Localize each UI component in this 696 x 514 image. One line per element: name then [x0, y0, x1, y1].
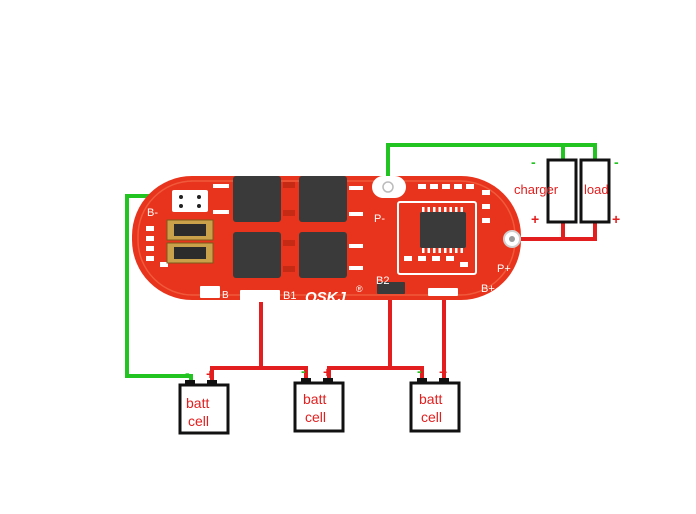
load-body: [579, 158, 611, 224]
load: load - +: [579, 154, 620, 227]
charger-body: [546, 158, 578, 224]
battery-cell-2: - + batt cell: [293, 363, 345, 433]
cell-3-body: [409, 381, 461, 433]
cell-2-label-line2: cell: [305, 409, 326, 425]
charger-pos-sign: +: [531, 211, 539, 227]
b-plus-pad: [428, 288, 458, 296]
ic-pin: [455, 207, 458, 212]
ic-pin: [449, 248, 452, 253]
ic-pin: [433, 248, 436, 253]
brand-logo: QSKJ: [305, 289, 347, 306]
label-p-minus: P-: [374, 213, 385, 225]
b-pad: [200, 286, 220, 298]
ic-pin: [427, 248, 430, 253]
control-ic: [420, 212, 466, 248]
ic-pin: [460, 248, 463, 253]
load-neg-sign: -: [614, 154, 619, 170]
ic-pin: [460, 207, 463, 212]
mosfet-3: [233, 232, 281, 278]
charger-label: charger: [514, 182, 559, 197]
red-wire-p-plus: [510, 220, 597, 241]
charger-neg-sign: -: [531, 154, 536, 170]
ic-frame: [397, 201, 477, 275]
cell-3-neg: -: [417, 363, 422, 379]
cell-1-label-line2: cell: [188, 413, 209, 429]
cell-1-label-line1: batt: [186, 395, 209, 411]
cell-1-body: [178, 383, 230, 435]
cell-2-neg: -: [301, 363, 306, 379]
cell-3-pos: +: [439, 364, 447, 380]
battery-cell-1: - + batt cell: [178, 365, 230, 435]
label-p-plus: P+: [497, 263, 511, 275]
red-wire-b1: [259, 298, 308, 380]
brand-reg-mark: ®: [356, 284, 363, 294]
mosfets: [213, 176, 363, 278]
mosfet-4: [299, 232, 347, 278]
cell-3-label-line1: batt: [419, 391, 442, 407]
small-parts-top: [404, 184, 490, 267]
b-minus-pad-holes: [179, 195, 201, 208]
ic-pin: [438, 248, 441, 253]
ic-pin: [427, 207, 430, 212]
ic-pin: [444, 207, 447, 212]
wires: [125, 143, 597, 386]
ic-pin: [438, 207, 441, 212]
mosfet-2: [299, 176, 347, 222]
label-b-minus: B-: [147, 207, 158, 219]
b2-pad: [377, 282, 405, 294]
resistor-column: [146, 226, 168, 267]
capacitors: [166, 219, 214, 264]
cell-2-pos: +: [323, 364, 331, 380]
charger: charger - +: [514, 154, 578, 227]
b-minus-pad: [172, 190, 208, 212]
cell-2-label-line1: batt: [303, 391, 326, 407]
ic-pin: [433, 207, 436, 212]
ic-pin: [422, 248, 425, 253]
cell-1-pos: +: [206, 366, 214, 382]
ic-pin: [444, 248, 447, 253]
p-minus-hole: [382, 181, 394, 193]
ic-pins: [422, 207, 463, 253]
mosfet-1: [233, 176, 281, 222]
load-pos-sign: +: [612, 211, 620, 227]
pcb-board: B- P- P+ B+ B1 B2 B QSKJ ®: [132, 176, 521, 306]
green-wire-b-minus: [125, 194, 193, 386]
b1-pad: [240, 290, 280, 302]
label-b-plus: B+: [481, 283, 495, 295]
battery-cell-3: - + batt cell: [409, 363, 461, 433]
ic-pin: [449, 207, 452, 212]
cell-2-body: [293, 381, 345, 433]
load-label: load: [584, 182, 609, 197]
red-wire-b2: [388, 292, 424, 380]
ic-pin: [455, 248, 458, 253]
ic-pin: [422, 207, 425, 212]
label-b: B: [222, 290, 229, 301]
label-b2: B2: [376, 275, 389, 287]
cell-1-neg: -: [185, 365, 190, 381]
cell-3-label-line2: cell: [421, 409, 442, 425]
label-b1: B1: [283, 290, 296, 302]
green-wire-p-minus: [386, 143, 597, 188]
